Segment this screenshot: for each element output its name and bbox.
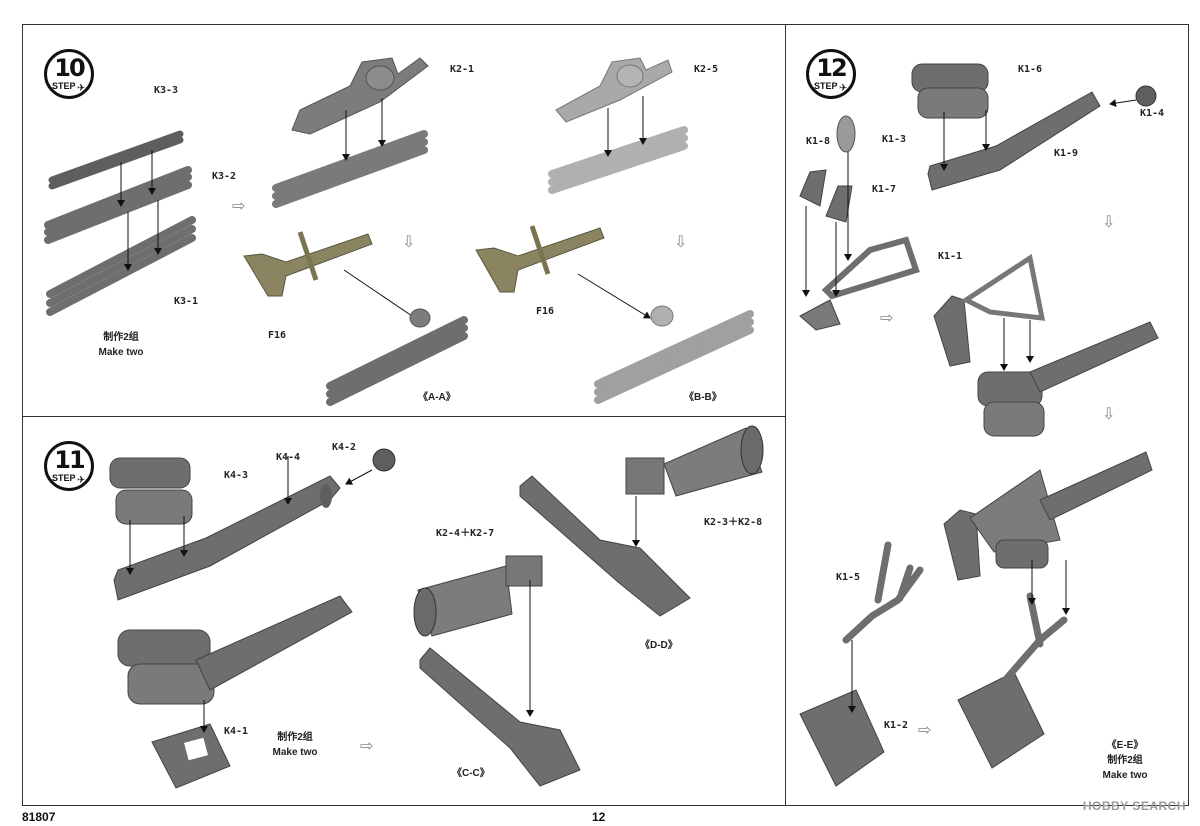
- note-english: Make two: [1102, 770, 1148, 781]
- step-11-panel: [22, 416, 786, 806]
- flow-arrow-down-icon: ⇩: [1102, 214, 1116, 231]
- part-label-k1-3: K1-3: [882, 134, 907, 145]
- flow-arrow-down-icon: ⇩: [402, 234, 416, 251]
- view-label-d-d: 《D-D》: [640, 640, 678, 651]
- part-label-k2-1: K2-1: [450, 64, 475, 75]
- watermark-brand: HOBBY SEARCH: [1082, 799, 1186, 813]
- part-label-k1-1: K1-1: [938, 251, 963, 262]
- note-chinese: 制作2组: [277, 732, 313, 743]
- ammo-drum-k1-6: [911, 63, 989, 119]
- view-label-c-c: 《C-C》: [452, 768, 490, 779]
- bracket-k4-1: [151, 723, 231, 789]
- step-10-number: 10: [54, 54, 85, 82]
- step-10-badge: 10 STEP ✈: [44, 49, 94, 99]
- mount-assembled: [933, 253, 1046, 367]
- cover-k2-3-k2-8: [625, 425, 764, 497]
- gun-barrel-k1-9: [927, 91, 1101, 191]
- note-english: Make two: [98, 347, 144, 358]
- part-label-k1-6: K1-6: [1018, 64, 1043, 75]
- ammo-drum-k4-3: [109, 457, 193, 525]
- part-label-k4-3: K4-3: [224, 470, 249, 481]
- muzzle-k1-4: [1135, 85, 1157, 107]
- step-11-word: STEP: [52, 473, 76, 483]
- assembly-a-a: [326, 316, 468, 406]
- part-label-k1-9: K1-9: [1054, 148, 1079, 159]
- part-label-k2-5: K2-5: [694, 64, 719, 75]
- muzzle-k4-2: [372, 448, 396, 472]
- step-12-word: STEP: [814, 81, 838, 91]
- note-chinese: 制作2组: [103, 332, 139, 343]
- gun-barrel-k4-4: [113, 475, 341, 601]
- part-label-k2-3-k2-8: K2-3＋K2-8: [704, 517, 763, 528]
- flow-arrow-down-icon: ⇩: [1102, 406, 1116, 423]
- part-label-k1-5: K1-5: [836, 572, 861, 583]
- step-11-badge: 11 STEP ✈: [44, 441, 94, 491]
- grip-k1-8: [799, 169, 827, 207]
- view-label-b-b: 《B-B》: [684, 392, 722, 403]
- gun-on-mount: [977, 321, 1159, 437]
- note-chinese: 制作2组: [1107, 755, 1143, 766]
- housing-k2-5: [555, 57, 673, 123]
- step-11-number: 11: [54, 446, 85, 474]
- part-label-k1-8: K1-8: [806, 136, 831, 147]
- page-number: 12: [592, 810, 606, 824]
- stand-base-e-e: [957, 592, 1068, 769]
- flow-arrow-right-icon: ⇨: [880, 310, 894, 327]
- step-12-badge: 12 STEP ✈: [806, 49, 856, 99]
- gun-c-c: [419, 647, 581, 787]
- part-label-k3-3: K3-3: [154, 85, 179, 96]
- flow-arrow-right-icon: ⇨: [232, 198, 246, 215]
- part-label-k4-1: K4-1: [224, 726, 249, 737]
- step-10-note: 制作2组 Make two: [86, 330, 156, 360]
- part-label-f16-b: F16: [536, 306, 555, 317]
- flow-arrow-right-icon: ⇨: [918, 722, 932, 739]
- plane-icon: ✈: [77, 475, 86, 486]
- flow-arrow-down-icon: ⇩: [674, 234, 688, 251]
- grip-k1-7: [825, 185, 853, 223]
- part-label-k1-7: K1-7: [872, 184, 897, 195]
- plane-icon: ✈: [839, 83, 848, 94]
- gun-d-d: [519, 475, 691, 617]
- part-label-k3-2: K3-2: [212, 171, 237, 182]
- view-label-e-e: 《E-E》: [1106, 740, 1144, 751]
- flow-arrow-right-icon: ⇨: [360, 738, 374, 755]
- step-12-note: 《E-E》 制作2组 Make two: [1090, 738, 1160, 783]
- step-12-number: 12: [816, 54, 847, 82]
- step-11-note: 制作2组 Make two: [260, 730, 330, 760]
- part-label-f16-a: F16: [268, 330, 287, 341]
- mount-k1-1: [799, 236, 920, 331]
- view-label-a-a: 《A-A》: [418, 392, 456, 403]
- housing-k2-1: [291, 57, 429, 135]
- part-label-k4-2: K4-2: [332, 442, 357, 453]
- part-label-k2-4-k2-7: K2-4＋K2-7: [436, 528, 495, 539]
- product-code: 81807: [22, 810, 56, 824]
- assembly-b-b: [594, 310, 754, 404]
- barrel-rod-set-k3-1: [46, 216, 196, 316]
- part-label-k1-4: K1-4: [1140, 108, 1165, 119]
- part-label-k1-2: K1-2: [884, 720, 909, 731]
- gun-with-mount-e-e: [943, 451, 1153, 581]
- note-english: Make two: [272, 747, 318, 758]
- plate-k1-3: [836, 115, 856, 153]
- base-k1-2: [799, 689, 885, 787]
- part-label-k4-4: K4-4: [276, 452, 301, 463]
- barrel-rod-set-k3-3: [48, 130, 184, 190]
- step-10-word: STEP: [52, 81, 76, 91]
- bracket-f16-a: [243, 231, 373, 297]
- bracket-f16-b: [475, 225, 605, 293]
- gun-assembled-make-two: [117, 595, 353, 705]
- plane-icon: ✈: [77, 83, 86, 94]
- step-12-panel: [785, 24, 1189, 806]
- part-label-k3-1: K3-1: [174, 296, 199, 307]
- stand-k1-5: [842, 541, 924, 644]
- cover-k2-4-k2-7: [413, 555, 543, 637]
